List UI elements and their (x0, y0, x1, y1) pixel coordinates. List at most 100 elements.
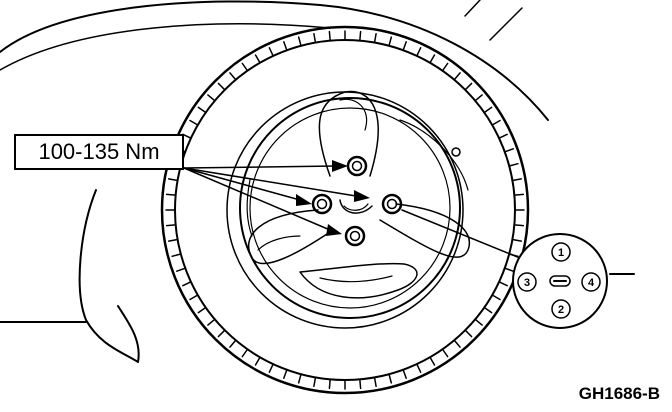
tread-tick (217, 329, 226, 338)
rim-inner (249, 107, 451, 309)
tread-tick (197, 106, 207, 114)
tread-tick (313, 32, 317, 44)
tread-tick (491, 119, 501, 126)
tread-tick (217, 82, 226, 91)
spoke-left (247, 209, 331, 265)
tread-tick (511, 238, 523, 242)
spoke-top (318, 90, 379, 177)
tread-tick (511, 178, 523, 182)
tread-tick (241, 62, 249, 72)
tread-tick (167, 178, 179, 182)
tread-tick (167, 238, 179, 242)
tread-tick (241, 348, 249, 358)
spoke-top-inner (339, 98, 368, 131)
tread-tick (453, 339, 461, 348)
spoke-right (379, 203, 471, 258)
tread-tick (313, 376, 317, 388)
seq-label-2: 2 (558, 304, 564, 316)
torque-arrowheads (296, 160, 370, 236)
tread-tick (328, 378, 331, 390)
tread-tick (402, 41, 407, 52)
tread-tick (474, 94, 483, 102)
tread-tick (359, 378, 362, 390)
fender-outline (0, 0, 549, 121)
tread-tick (503, 148, 514, 153)
valve-stem (451, 147, 461, 157)
tread-tick (182, 281, 192, 287)
spoke-lower-left (246, 179, 253, 237)
tread-tick (441, 62, 449, 72)
tread-tick (498, 281, 508, 287)
mud-flap (78, 189, 140, 363)
tread-tick (513, 224, 525, 227)
tread-tick (283, 41, 288, 52)
lug-nut-2 (344, 225, 366, 247)
lug-nut-4 (381, 193, 403, 215)
figure-id: GH1686-B (578, 384, 660, 403)
torque-leader-lines (183, 165, 357, 231)
tread-tick (297, 373, 302, 384)
fender-lip (0, 23, 331, 71)
tread-tick (229, 72, 237, 81)
lug-nut-3 (311, 193, 333, 215)
tread-tick (165, 193, 177, 196)
tread-tick (429, 356, 436, 366)
torque-spec-text: 100-135 Nm (38, 139, 160, 164)
tread-tick (388, 36, 393, 47)
spoke-bottom-inner (319, 275, 393, 283)
center-hub-symbol (549, 275, 571, 287)
tread-tick (254, 54, 261, 64)
tread-tick (513, 193, 525, 196)
tread-tick (165, 224, 177, 227)
tread-tick (491, 294, 501, 301)
fender-edge (489, 7, 523, 41)
tread-tick (189, 294, 199, 301)
spoke-upper-right (399, 119, 469, 191)
tread-tick (207, 318, 216, 326)
lug-nut-1 (346, 155, 368, 177)
tread-tick (483, 106, 493, 114)
tread-tick (207, 94, 216, 102)
tread-tick (359, 30, 362, 42)
tread-tick (189, 119, 199, 126)
tread-tick (197, 306, 207, 314)
tire-outer (160, 25, 530, 395)
tread-tick (254, 356, 261, 366)
tread-tick (453, 72, 461, 81)
tread-tick (503, 267, 514, 272)
tread-tick (182, 133, 192, 139)
tread-tick (508, 162, 519, 167)
tread-tick (171, 253, 182, 258)
tread-tick (268, 47, 274, 57)
tread-tick (441, 348, 449, 358)
fender-edge-2 (464, 0, 481, 17)
tread-tick (464, 82, 473, 91)
tread-tick (429, 54, 436, 64)
tread-tick (283, 368, 288, 379)
sequence-detail (512, 233, 608, 329)
tread-tick (229, 339, 237, 348)
tread-tick (297, 36, 302, 47)
seq-label-3: 3 (524, 277, 530, 289)
tread-tick (483, 306, 493, 314)
tread-tick (464, 329, 473, 338)
tread-tick (373, 32, 377, 44)
hub-cap (339, 199, 373, 214)
tread-tick (268, 363, 274, 373)
tread-tick (176, 267, 187, 272)
tread-tick (498, 133, 508, 139)
tread-tick (416, 47, 422, 57)
tread-tick (402, 368, 407, 379)
spoke-bottom (299, 262, 418, 299)
spoke-left-inner (257, 235, 301, 251)
tread-tick (373, 376, 377, 388)
torque-spec-label: 100-135 Nm (14, 134, 184, 170)
tread-tick (388, 373, 393, 384)
tread-tick (474, 318, 483, 326)
tread-tick (416, 363, 422, 373)
hub-cap-inner (343, 203, 369, 211)
seq-label-4: 4 (588, 277, 595, 289)
rim-outer (239, 97, 461, 319)
detail-callout-line (401, 209, 521, 259)
